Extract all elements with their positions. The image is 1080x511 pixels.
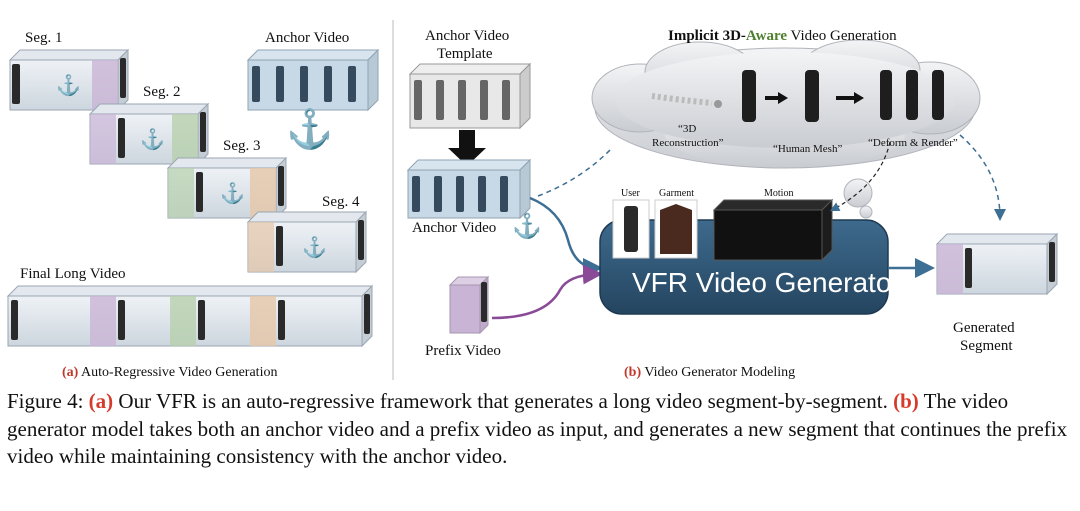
caption-a-tag: (a) [88,389,114,413]
anchor-video-stack-a: ⚓ [246,48,380,151]
prefix-to-generator-arrow [491,264,603,320]
panel-b-caption-text: Video Generator Modeling [641,365,795,380]
segment-1-block: ⚓ [8,48,130,112]
generator-label: VFR Video Generator [632,267,901,298]
implicit-3d-title: Implicit 3D-Aware Video Generation [668,28,897,44]
implicit-title-part-a: Implicit 3D- [668,28,746,44]
figure-caption: Figure 4: (a) Our VFR is an auto-regress… [7,388,1073,471]
panel-a-tag: (a) [62,365,79,380]
anchor-template-stack [408,62,532,130]
panel-a: Seg. 1 Seg. 2 Seg. 3 Seg. 4 Anchor Video… [6,30,380,380]
reconstruction-label-line1: “3D [678,123,696,135]
anchor-video-stack-b: ⚓ [406,158,542,240]
person-figure [742,70,756,122]
template-label-line2: Template [437,46,493,62]
rendered-figure [880,70,892,120]
reconstruction-point-cloud [651,93,722,108]
template-label-line1: Anchor Video [425,28,509,44]
panel-a-caption: (a) Auto-Regressive Video Generation [62,365,277,380]
anchor-icon: ⚓ [512,212,542,240]
caption-b-text: The video generator model takes both an … [7,389,1068,468]
implicit-title-part-c: Video Generation [787,28,897,44]
caption-prefix: Figure 4: [7,389,89,413]
caption-b-tag: (b) [893,389,919,413]
deform-render-label: “Deform & Render” [868,137,958,149]
panel-b-caption: (b) Video Generator Modeling [624,365,795,380]
panel-a-caption-text: Auto-Regressive Video Generation [78,365,277,380]
caption-a-text: Our VFR is an auto-regressive framework … [113,389,894,413]
anchor-icon: ⚓ [56,73,81,97]
seg3-label: Seg. 3 [223,138,261,154]
generated-label-line2: Segment [960,338,1013,354]
anchor-icon: ⚓ [140,127,165,151]
motion-label: Motion [764,188,793,199]
template-down-arrow [459,130,475,150]
human-mesh-label: “Human Mesh” [773,143,842,155]
prefix-video-label: Prefix Video [425,343,501,359]
seg4-label: Seg. 4 [322,194,360,210]
segment-4-block: ⚓ [246,210,368,274]
seg1-label: Seg. 1 [25,30,63,46]
generated-label-line1: Generated [953,320,1015,336]
cloud-to-motion-dashed [829,141,891,212]
anchor-video-label-b: Anchor Video [412,220,496,236]
figure-4: Seg. 1 Seg. 2 Seg. 3 Seg. 4 Anchor Video… [6,20,1059,380]
anchor-icon: ⚓ [286,107,333,151]
implicit-3d-cloud: “3D Reconstruction” “Human Mesh” “Deform… [591,39,981,219]
segment-3-block: ⚓ [166,156,288,220]
human-mesh-figure [805,70,819,122]
generated-segment-block [935,232,1059,296]
motion-video-block [712,199,834,211]
anchor-video-label-a: Anchor Video [265,30,349,46]
panel-b: Anchor Video Template ⚓ Anc [406,28,1059,380]
rendered-figure [932,70,944,120]
user-label: User [621,188,641,199]
seg2-label: Seg. 2 [143,84,181,100]
rendered-figure [906,70,918,120]
vfr-video-generator: VFR Video Generator User Garment Motion [599,188,901,315]
reconstruction-label-line2: Reconstruction” [652,137,724,149]
final-long-video-block [6,284,374,348]
anchor-to-cloud-dashed [537,149,611,197]
anchor-icon: ⚓ [302,235,327,259]
final-long-video-label: Final Long Video [20,266,125,282]
segment-2-block: ⚓ [88,102,210,166]
garment-label: Garment [659,188,694,199]
panel-b-tag: (b) [624,365,641,380]
cloud-to-generated-dashed [959,134,1006,221]
anchor-icon: ⚓ [220,181,245,205]
implicit-title-aware: Aware [746,28,787,44]
prefix-video-block [448,275,490,335]
